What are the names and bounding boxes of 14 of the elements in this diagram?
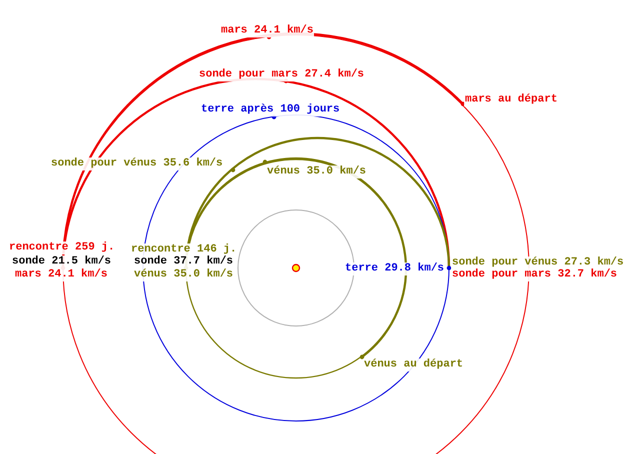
orbit-label: vénus 35.0 km/s <box>266 166 368 178</box>
orbit-label: vénus 35.0 km/s <box>133 268 234 282</box>
orbit-label: sonde pour mars 27.4 km/s <box>198 68 366 82</box>
orbit-label: terre 29.8 km/s <box>344 262 446 276</box>
orbit-label: sonde 21.5 km/s <box>11 256 112 268</box>
orbit-label: terre après 100 jours <box>200 104 341 116</box>
orbit-label: mars 24.1 km/s <box>14 268 108 282</box>
orbit-label: mars au départ <box>464 94 558 106</box>
orbit-label: sonde pour mars 32.7 km/s <box>451 268 618 282</box>
orbit-label: sonde 37.7 km/s <box>133 256 234 268</box>
orbit-label: vénus au départ <box>363 358 464 372</box>
orbit-label: mars 24.1 km/s <box>220 24 314 38</box>
orbit-label: sonde pour vénus 35.6 km/s <box>50 158 224 170</box>
orbit-label: sonde pour vénus 27.3 km/s <box>451 256 625 270</box>
